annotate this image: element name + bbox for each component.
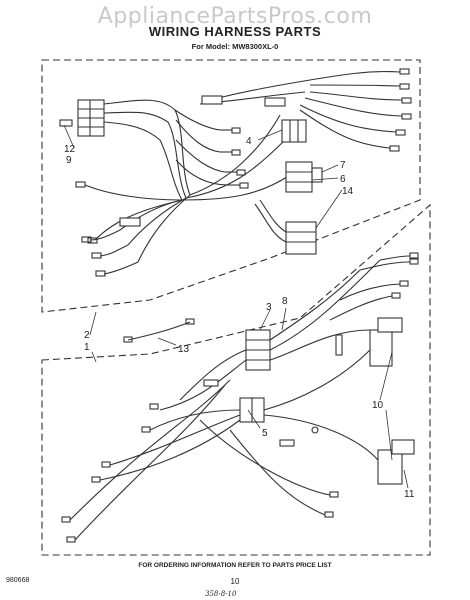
callout-11: 11 [404,489,415,500]
watermark: AppliancePartsPros.com [97,4,373,29]
lower-frame [41,203,431,556]
callout-5: 5 [262,428,268,439]
handwritten-stamp: 358-8-10 [205,590,237,598]
ordering-footer: FOR ORDERING INFORMATION REFER TO PARTS … [138,562,332,569]
callout-7: 7 [340,160,346,171]
leader-lines [63,124,409,489]
callout-6: 6 [340,174,346,185]
page-title: WIRING HARNESS PARTS [148,24,322,39]
page-number: 10 [230,577,240,586]
connector-4 [281,119,307,143]
callout-4: 4 [246,136,252,147]
upper-harness [84,79,311,263]
callout-10: 10 [372,400,384,411]
connector-6 [285,161,323,193]
callout-13: 13 [178,344,190,355]
upper-left-wires [75,181,139,277]
upper-right-wires [299,68,412,152]
model-subtitle: For Model: MW8300XL-0 [191,42,279,51]
callout-9: 9 [66,155,72,166]
upper-frame [41,59,421,313]
callout-1: 1 [84,342,90,353]
connector-block-left [77,99,105,137]
lower-harness [61,252,419,543]
terminal-pin [59,119,73,127]
callout-3: 3 [266,302,272,313]
wire-13 [123,318,195,343]
callout-12: 12 [64,144,76,155]
upper-mid-wires [220,127,249,189]
callout-8: 8 [282,296,288,307]
callout-2: 2 [84,330,90,341]
connector-14 [254,199,317,255]
document-number: 980668 [6,577,30,584]
callout-14: 14 [342,186,354,197]
